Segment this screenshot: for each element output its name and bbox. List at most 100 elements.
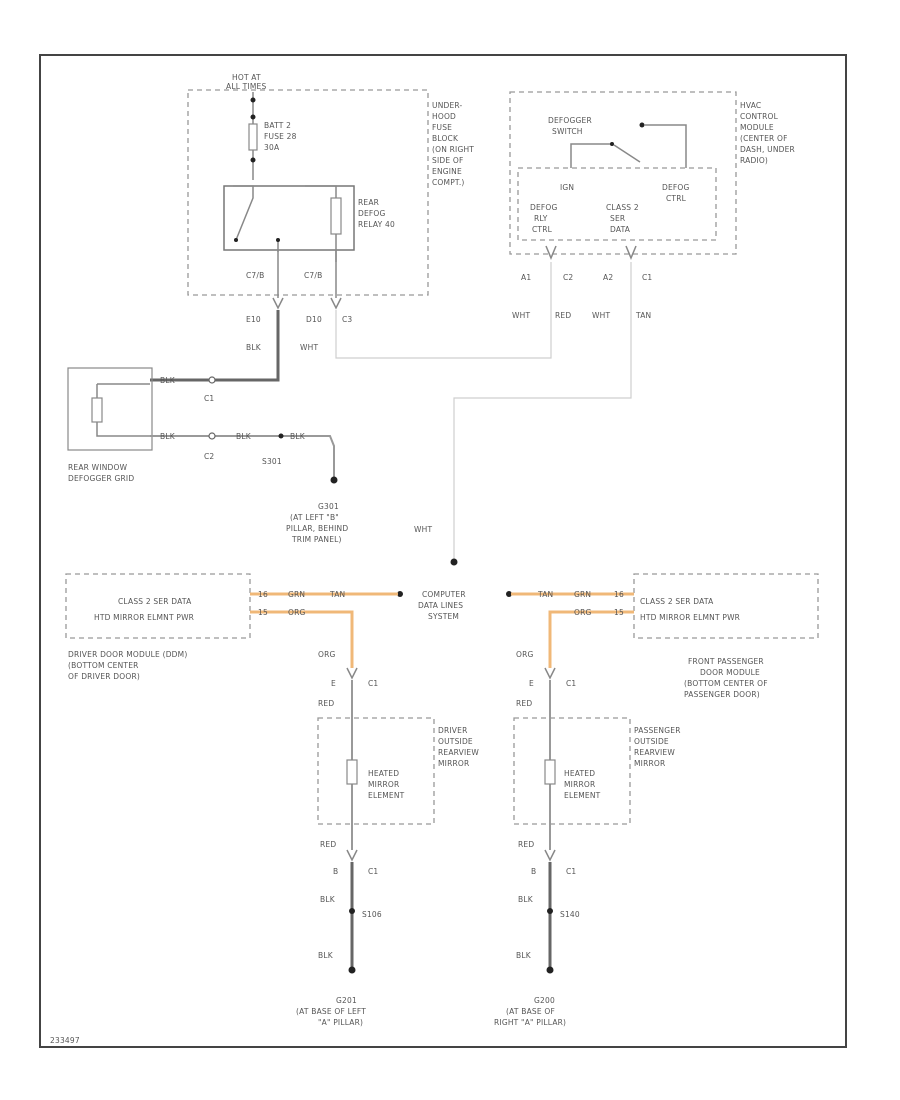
defog-ctrl-label-1: DEFOG xyxy=(662,183,690,192)
right-heated-2: MIRROR xyxy=(564,780,595,789)
ground-g201 xyxy=(348,966,356,974)
wire-red: RED xyxy=(555,311,571,320)
g201-label-1: G201 xyxy=(336,996,357,1005)
rear-window-defogger-grid: BLK C1 BLK BLK BLK C2 S301 REAR WINDOW D… xyxy=(67,367,348,544)
left-mirror-org: ORG xyxy=(318,650,336,659)
underhood-label-6: SIDE OF xyxy=(432,156,464,165)
grid-splice: S301 xyxy=(262,457,282,466)
left-heater-element xyxy=(346,759,358,785)
hvac-label-2: CONTROL xyxy=(740,112,779,121)
underhood-fuse-block: HOT AT ALL TIMES BATT 2 FUSE 28 30A REAR… xyxy=(187,73,474,298)
class2-label-2: SER xyxy=(610,214,625,223)
left-heated-1: HEATED xyxy=(368,769,399,778)
ddm-wire-15: 15 xyxy=(258,608,268,617)
wire-tan: TAN xyxy=(635,311,651,320)
wire-wht-1: WHT xyxy=(512,311,530,320)
driver-mirror-1: DRIVER xyxy=(438,726,467,735)
hot-at-label-2: ALL TIMES xyxy=(226,82,266,91)
grid-label-1: REAR WINDOW xyxy=(68,463,128,472)
wht-down-label: WHT xyxy=(414,525,432,534)
passenger-mirror-circuit: ORG E C1 RED HEATED MIRROR ELEMENT PASSE… xyxy=(494,650,680,1027)
left-heated-3: ELEMENT xyxy=(368,791,405,800)
computer-label-2: DATA LINES xyxy=(418,601,463,610)
relay-label-2: DEFOG xyxy=(358,209,386,218)
underhood-label-1: UNDER- xyxy=(432,101,463,110)
g201-label-2: (AT BASE OF LEFT xyxy=(296,1007,366,1016)
defog-ctrl-label-2: CTRL xyxy=(666,194,687,203)
right-red-bot: RED xyxy=(518,840,534,849)
grid-wire-blk-2: BLK xyxy=(160,432,176,441)
figure-id: 233497 xyxy=(50,1036,80,1045)
driver-door-module: CLASS 2 SER DATA HTD MIRROR ELMNT PWR 16… xyxy=(65,573,398,681)
pdm-label-3: (BOTTOM CENTER OF xyxy=(684,679,768,688)
hot-at-label-1: HOT AT xyxy=(232,73,261,82)
pdm-label-1: FRONT PASSENGER xyxy=(688,657,764,666)
ground-g200 xyxy=(546,966,554,974)
ddm-box-label-1: CLASS 2 SER DATA xyxy=(118,597,192,606)
grid-c1: C1 xyxy=(204,394,214,403)
ddm-wire-org: ORG xyxy=(288,608,306,617)
underhood-label-8: COMPT.) xyxy=(432,178,465,187)
fuse-symbol xyxy=(248,123,258,151)
relay-coil xyxy=(330,197,342,235)
left-pin-b: B xyxy=(333,867,338,876)
wire-wht-relay: WHT xyxy=(300,343,318,352)
defogger-switch-label-1: DEFOGGER xyxy=(548,116,592,125)
defogger-switch-label-2: SWITCH xyxy=(552,127,583,136)
grid-wire-blk-4: BLK xyxy=(290,432,306,441)
g301-label-4: TRIM PANEL) xyxy=(291,535,342,544)
g301-label-3: PILLAR, BEHIND xyxy=(286,524,348,533)
pin-a1: A1 xyxy=(521,273,531,282)
computer-label-1: COMPUTER xyxy=(422,590,466,599)
defog-rly-label-3: CTRL xyxy=(532,225,553,234)
wire-wht-2: WHT xyxy=(592,311,610,320)
hvac-label-1: HVAC xyxy=(740,101,761,110)
class2-label-1: CLASS 2 xyxy=(606,203,639,212)
pin-c1: C1 xyxy=(642,273,652,282)
pdm-wire-org: ORG xyxy=(574,608,592,617)
pdm-label-2: DOOR MODULE xyxy=(700,668,760,677)
c7-label: C7/B xyxy=(246,271,264,280)
right-blk-1: BLK xyxy=(518,895,534,904)
diagram-frame xyxy=(39,54,847,1048)
left-blk-1: BLK xyxy=(320,895,336,904)
defog-rly-label-2: RLY xyxy=(534,214,548,223)
pin-d10: D10 xyxy=(306,315,322,324)
right-mirror-c1: C1 xyxy=(566,679,576,688)
pass-mirror-2: OUTSIDE xyxy=(634,737,669,746)
ddm-wire-grn: GRN xyxy=(288,590,305,599)
g301-label-2: (AT LEFT "B" xyxy=(290,513,339,522)
ign-label: IGN xyxy=(560,183,574,192)
class2-label-3: DATA xyxy=(610,225,631,234)
fuse-label-2: FUSE 28 xyxy=(264,132,297,141)
hvac-label-4: (CENTER OF xyxy=(740,134,788,143)
fuse-label-1: BATT 2 xyxy=(264,121,291,130)
left-c1-bot: C1 xyxy=(368,867,378,876)
ground-g301 xyxy=(330,476,338,484)
left-mirror-pin-e: E xyxy=(331,679,336,688)
pin-c3: C3 xyxy=(342,315,352,324)
right-heated-3: ELEMENT xyxy=(564,791,601,800)
underhood-label-2: HOOD xyxy=(432,112,456,121)
driver-mirror-4: MIRROR xyxy=(438,759,469,768)
g301-label-1: G301 xyxy=(318,502,339,511)
pdm-box-label-2: HTD MIRROR ELMNT PWR xyxy=(640,613,740,622)
underhood-label-4: BLOCK xyxy=(432,134,459,143)
pass-mirror-3: REARVIEW xyxy=(634,748,675,757)
pdm-wire-tan: TAN xyxy=(537,590,553,599)
pdm-wire-grn: GRN xyxy=(574,590,591,599)
grid-label-2: DEFOGGER GRID xyxy=(68,474,134,483)
grid-wire-blk-1: BLK xyxy=(160,376,176,385)
computer-label-3: SYSTEM xyxy=(428,612,459,621)
hvac-label-5: DASH, UNDER xyxy=(740,145,795,154)
driver-mirror-2: OUTSIDE xyxy=(438,737,473,746)
g200-label-2: (AT BASE OF xyxy=(506,1007,555,1016)
defog-rly-label-1: DEFOG xyxy=(530,203,558,212)
computer-data-lines: WHT COMPUTER DATA LINES SYSTEM xyxy=(397,525,512,621)
right-heated-1: HEATED xyxy=(564,769,595,778)
left-mirror-c1: C1 xyxy=(368,679,378,688)
left-heated-2: MIRROR xyxy=(368,780,399,789)
right-mirror-pin-e: E xyxy=(529,679,534,688)
ddm-label-2: (BOTTOM CENTER xyxy=(68,661,139,670)
